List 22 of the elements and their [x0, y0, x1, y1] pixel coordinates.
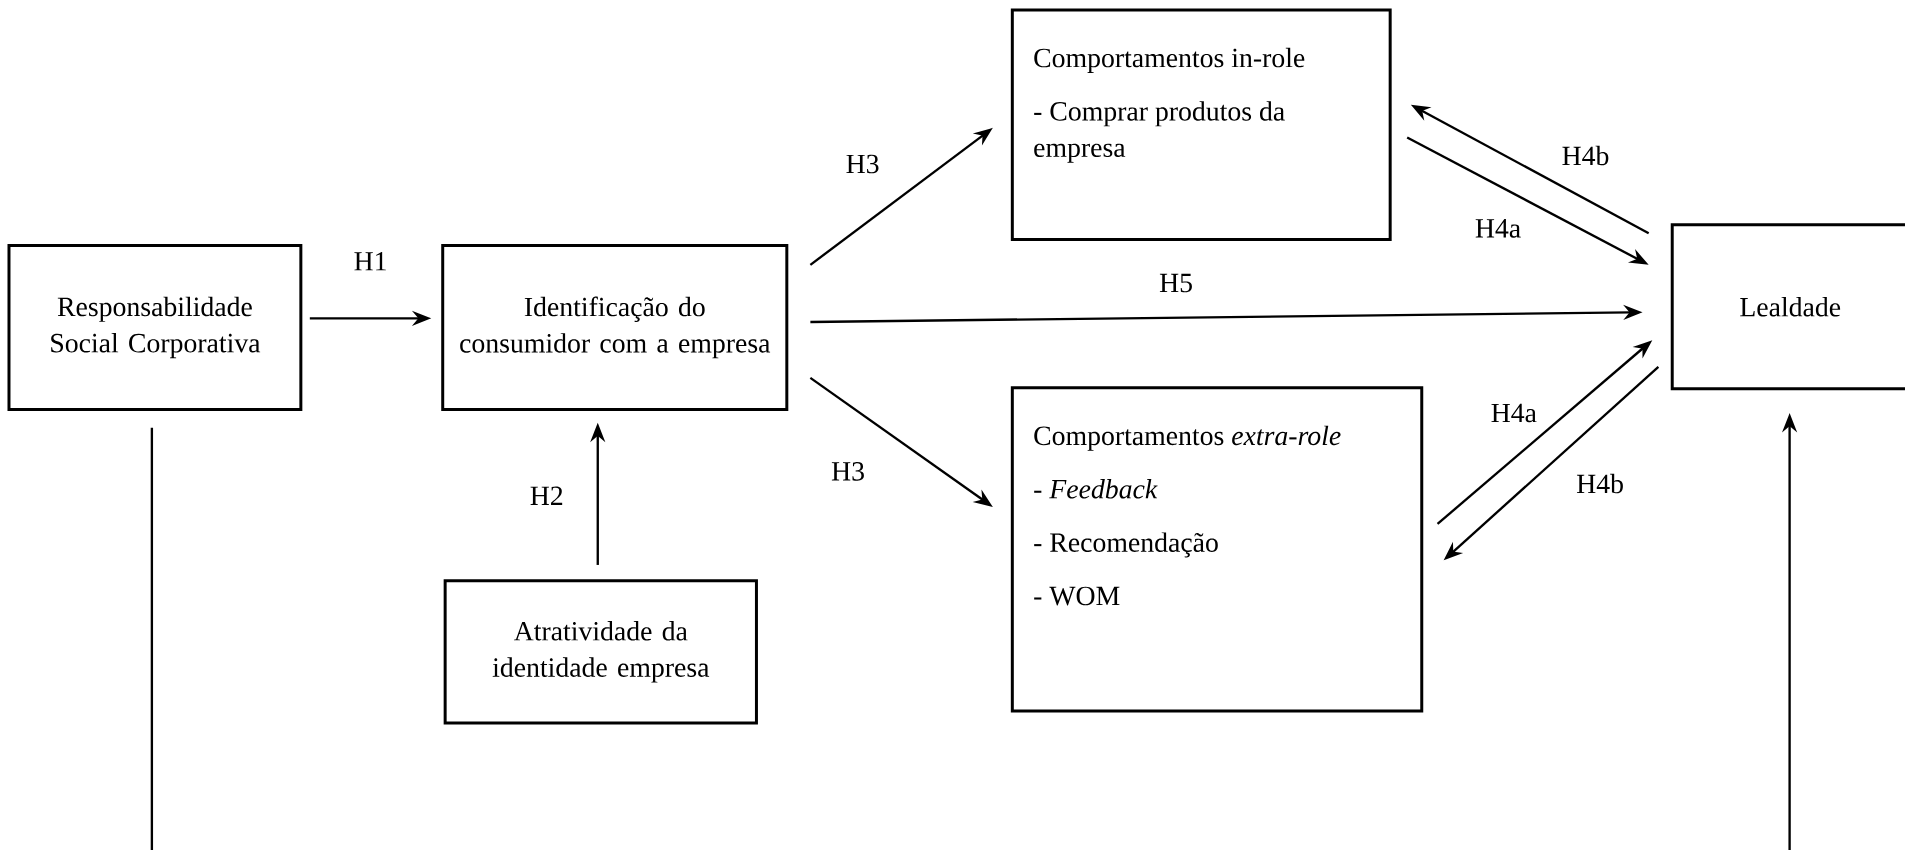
box: [1010, 8, 1392, 241]
node-label: - Feedback: [1034, 478, 1158, 499]
node-label: - WOM: [1034, 586, 1120, 606]
edge-label: H1: [354, 251, 386, 271]
box-text: Comportamentos extra-role - Feedback - Recomendação - WOM: [1034, 425, 1341, 606]
box: Identificação do consumidor com a empresa: [441, 243, 789, 411]
box: [1010, 386, 1424, 713]
edge-label: H4a: [1475, 218, 1521, 238]
node-label: - Recomendação: [1034, 532, 1218, 558]
box: Lealdade: [1670, 223, 1905, 391]
edge-label: H5: [1159, 273, 1192, 293]
line: [150, 427, 154, 850]
node-label: Comportamentos extra-role: [1034, 425, 1341, 451]
box: Atratividade da identidade empresa: [443, 579, 758, 725]
edge-label: H3: [846, 154, 879, 174]
edge-label: H4b: [1577, 473, 1623, 494]
box: Responsabilidade Social Corporativa: [7, 243, 303, 411]
edge-label: H4a: [1491, 403, 1537, 423]
box-text: Comportamentos in-role - Comprar produtos da empresa: [1034, 47, 1305, 163]
edge-label: H4b: [1562, 145, 1609, 166]
edge-label: H2: [530, 486, 563, 505]
edge-label: H3: [831, 461, 864, 481]
